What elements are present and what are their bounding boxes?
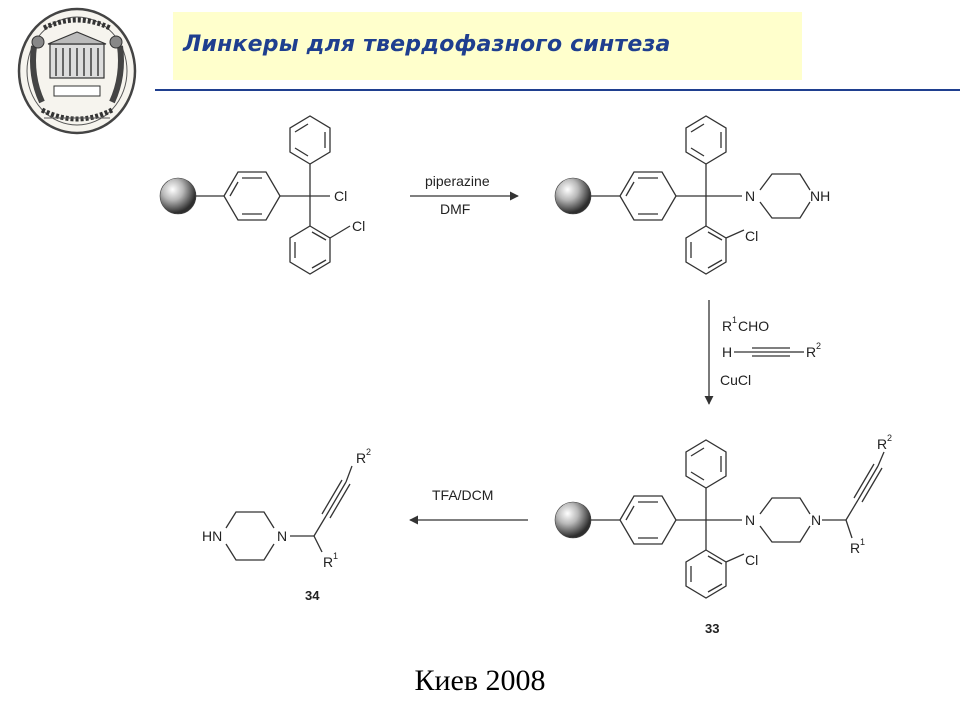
- atom-label-r2-sup: 2: [366, 447, 371, 457]
- step1-solvent: DMF: [440, 201, 470, 217]
- atom-label-n: N: [811, 512, 821, 528]
- atom-label-nh: NH: [810, 188, 830, 204]
- compound-34-structure: [225, 465, 353, 561]
- page-title: Линкеры для твердофазного синтеза: [183, 32, 671, 57]
- atom-label-cl: Cl: [352, 218, 365, 234]
- step2-r1: R: [722, 318, 732, 334]
- step1-reagent: piperazine: [425, 173, 490, 189]
- atom-label-cl: Cl: [745, 552, 758, 568]
- atom-label-n: N: [745, 512, 755, 528]
- alkyne-reagent-bonds: [734, 347, 804, 357]
- step2-h: H: [722, 344, 732, 360]
- compound-33-label: 33: [705, 621, 719, 636]
- compound-33-structure: [554, 439, 885, 599]
- atom-label-r1: R: [323, 554, 333, 570]
- atom-label-r2-sup: 2: [887, 433, 892, 443]
- footer-city-year: Киев 2008: [414, 664, 546, 697]
- starting-resin-trityl-chloride: [159, 115, 351, 275]
- atom-label-n: N: [277, 528, 287, 544]
- title-banner: Линкеры для твердофазного синтеза: [173, 12, 802, 80]
- step2-r2: R: [806, 344, 816, 360]
- atom-label-cl: Cl: [334, 188, 347, 204]
- title-divider: [155, 89, 960, 91]
- atom-label-r2: R: [356, 450, 366, 466]
- step2-r1-sup: 1: [732, 315, 737, 325]
- resin-bead-1: [159, 177, 197, 215]
- step2-catalyst: CuCl: [720, 372, 751, 388]
- step2-aldehyde: CHO: [738, 318, 769, 334]
- atom-label-cl: Cl: [745, 228, 758, 244]
- atom-label-r1-sup: 1: [333, 551, 338, 561]
- atom-label-r1-sup: 1: [860, 537, 865, 547]
- resin-bead-2: [554, 177, 592, 215]
- piperazine-resin: [554, 115, 811, 275]
- step3-reagent: TFA/DCM: [432, 487, 493, 503]
- atom-label-n: N: [745, 188, 755, 204]
- atom-label-hn: HN: [202, 528, 222, 544]
- resin-bead-3: [554, 501, 592, 539]
- university-seal-logo: [17, 7, 137, 135]
- atom-label-r1: R: [850, 540, 860, 556]
- compound-34-label: 34: [305, 588, 320, 603]
- atom-label-r2: R: [877, 436, 887, 452]
- step2-r2-sup: 2: [816, 341, 821, 351]
